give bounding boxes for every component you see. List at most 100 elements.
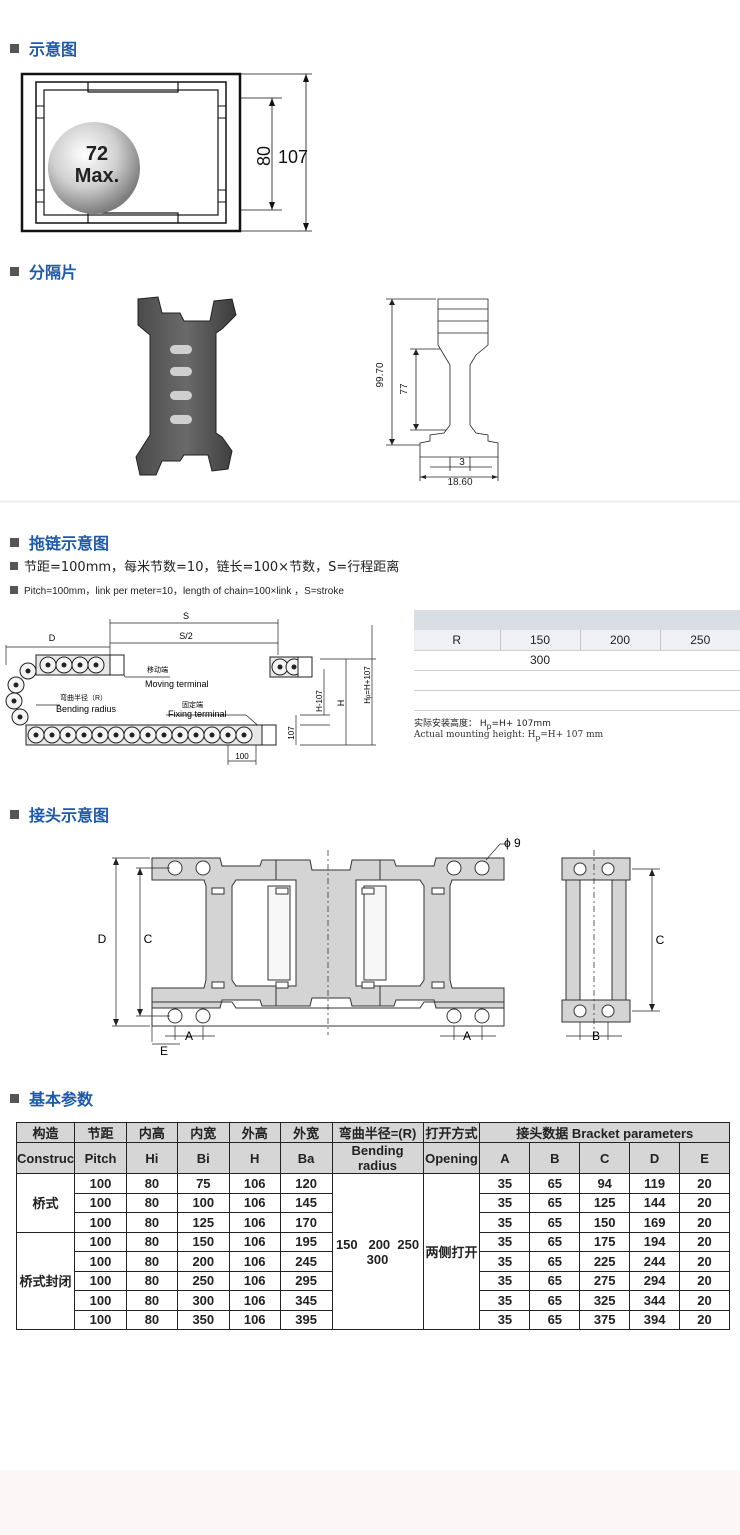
chain-diagram: S S/2 D 移动端 Moving terminal 弯曲半径（R） Bend… [5, 611, 376, 765]
r-value: 200 [580, 630, 661, 651]
header-cell: B [529, 1142, 581, 1174]
cell: 80 [125, 1231, 178, 1252]
cell: 100 [74, 1192, 127, 1213]
cell: 65 [529, 1251, 581, 1272]
cell: 106 [228, 1173, 281, 1194]
square-bullet-icon [10, 266, 19, 276]
table-header-row-en: Construc Pitch Hi Bi H Ba Bending radius… [15, 1142, 730, 1174]
mounting-height-cn: 实际安装高度： Hp=H+ 107mm [414, 719, 551, 731]
height-107-label: 107 [287, 726, 296, 740]
cell: 75 [176, 1173, 230, 1194]
cell: 65 [529, 1270, 581, 1291]
cell: 94 [579, 1173, 631, 1194]
header-cell: 内高 [125, 1122, 178, 1143]
square-bullet-icon [10, 561, 18, 570]
cell: 200 [176, 1251, 230, 1272]
separator-hole [170, 415, 192, 424]
section-title-params-text: 基本参数 [29, 1090, 94, 1109]
cell: 245 [279, 1251, 333, 1272]
cell: 35 [479, 1309, 531, 1330]
header-cell: Opening [422, 1142, 481, 1174]
cell: 294 [629, 1270, 681, 1291]
d-label: D [49, 633, 56, 643]
bending-radius-cell: 150 200 250 300 [331, 1173, 424, 1330]
square-bullet-icon [10, 585, 18, 594]
fixing-terminal-en: Fixing terminal [168, 709, 227, 719]
header-cell: 打开方式 [422, 1122, 481, 1143]
chain-note-cn-text: 节距=100mm，每米节数=10，链长=100×节数，S=行程距离 [24, 560, 400, 575]
side-b-label: B [592, 1029, 600, 1043]
header-cell: 弯曲半径=(R) [331, 1122, 424, 1143]
separator-hole [170, 391, 192, 400]
cell: 20 [679, 1309, 730, 1330]
separator-height-total: 99.70 [375, 362, 386, 387]
cell: 65 [529, 1192, 581, 1213]
cell: 325 [579, 1290, 631, 1311]
header-cell: Bi [176, 1142, 230, 1174]
cell: 395 [279, 1309, 333, 1330]
cell: 100 [74, 1309, 127, 1330]
table-row: 桥式 100 80 75 106 120 150 200 250 300 两侧打… [15, 1173, 730, 1330]
cell: 65 [529, 1212, 581, 1233]
parameters-table: 构造 节距 内高 内宽 外高 外宽 弯曲半径=(R) 打开方式 接头数据 Bra… [15, 1122, 730, 1330]
cell: 80 [125, 1309, 178, 1330]
header-cell: Bending radius [331, 1142, 424, 1174]
joint-diagram: ϕ 9 D C A E A C B [98, 836, 665, 1058]
cell: 35 [479, 1290, 531, 1311]
stroke-label: S [183, 611, 189, 621]
cell: 100 [176, 1192, 230, 1213]
cell: 80 [125, 1212, 178, 1233]
square-bullet-icon [10, 1093, 19, 1103]
bending-radius-values: 300 [366, 1251, 389, 1267]
cell: 250 [176, 1270, 230, 1291]
moving-terminal-cn: 移动端 [147, 665, 168, 674]
square-bullet-icon [10, 537, 19, 547]
pitch-label: 100 [235, 752, 249, 761]
separator-width-total: 18.60 [447, 477, 472, 488]
cell: 106 [228, 1212, 281, 1233]
cell: 345 [279, 1290, 333, 1311]
section-title-diagram-text: 示意图 [29, 40, 78, 59]
header-cell: 接头数据 Bracket parameters [479, 1122, 730, 1143]
cell: 275 [579, 1270, 631, 1291]
cell: 120 [279, 1173, 333, 1194]
cell: 80 [125, 1251, 178, 1272]
max-size-label: Max. [75, 165, 119, 187]
cell: 106 [228, 1192, 281, 1213]
chain-note-cn: 节距=100mm，每米节数=10，链长=100×节数，S=行程距离 [10, 556, 399, 575]
bending-radius-cn: 弯曲半径（R） [60, 693, 107, 702]
cell: 65 [529, 1231, 581, 1252]
header-cell: E [679, 1142, 730, 1174]
cell: 344 [629, 1290, 681, 1311]
header-cell: Pitch [74, 1142, 127, 1174]
cell: 225 [579, 1251, 631, 1272]
cell: 100 [74, 1231, 127, 1252]
cell: 100 [74, 1173, 127, 1194]
cell: 35 [479, 1173, 531, 1194]
r-label: R [414, 630, 501, 651]
cell: 119 [629, 1173, 681, 1194]
outer-height-label: 107 [278, 147, 308, 167]
table-header-row-cn: 构造 节距 内高 内宽 外高 外宽 弯曲半径=(R) 打开方式 接头数据 Bra… [15, 1122, 730, 1143]
cell: 106 [228, 1231, 281, 1252]
cell: 65 [529, 1173, 581, 1194]
section-title-chain-text: 拖链示意图 [29, 534, 110, 553]
group-cell: 桥式 [15, 1173, 76, 1233]
fixing-terminal-cn: 固定端 [182, 700, 203, 709]
cell: 65 [529, 1309, 581, 1330]
max-size-value: 72 [86, 143, 108, 165]
section-title-separator-text: 分隔片 [29, 263, 78, 282]
cell: 65 [529, 1290, 581, 1311]
cell: 100 [74, 1251, 127, 1272]
max-cable-sphere [48, 122, 140, 214]
cell: 20 [679, 1290, 730, 1311]
cell: 375 [579, 1309, 631, 1330]
cell: 100 [74, 1212, 127, 1233]
cell: 106 [228, 1290, 281, 1311]
square-bullet-icon [10, 43, 19, 53]
cell: 144 [629, 1192, 681, 1213]
joint-e-label: E [160, 1044, 168, 1058]
h-label: H [336, 700, 346, 707]
separator-hole [170, 345, 192, 354]
cell: 100 [74, 1290, 127, 1311]
